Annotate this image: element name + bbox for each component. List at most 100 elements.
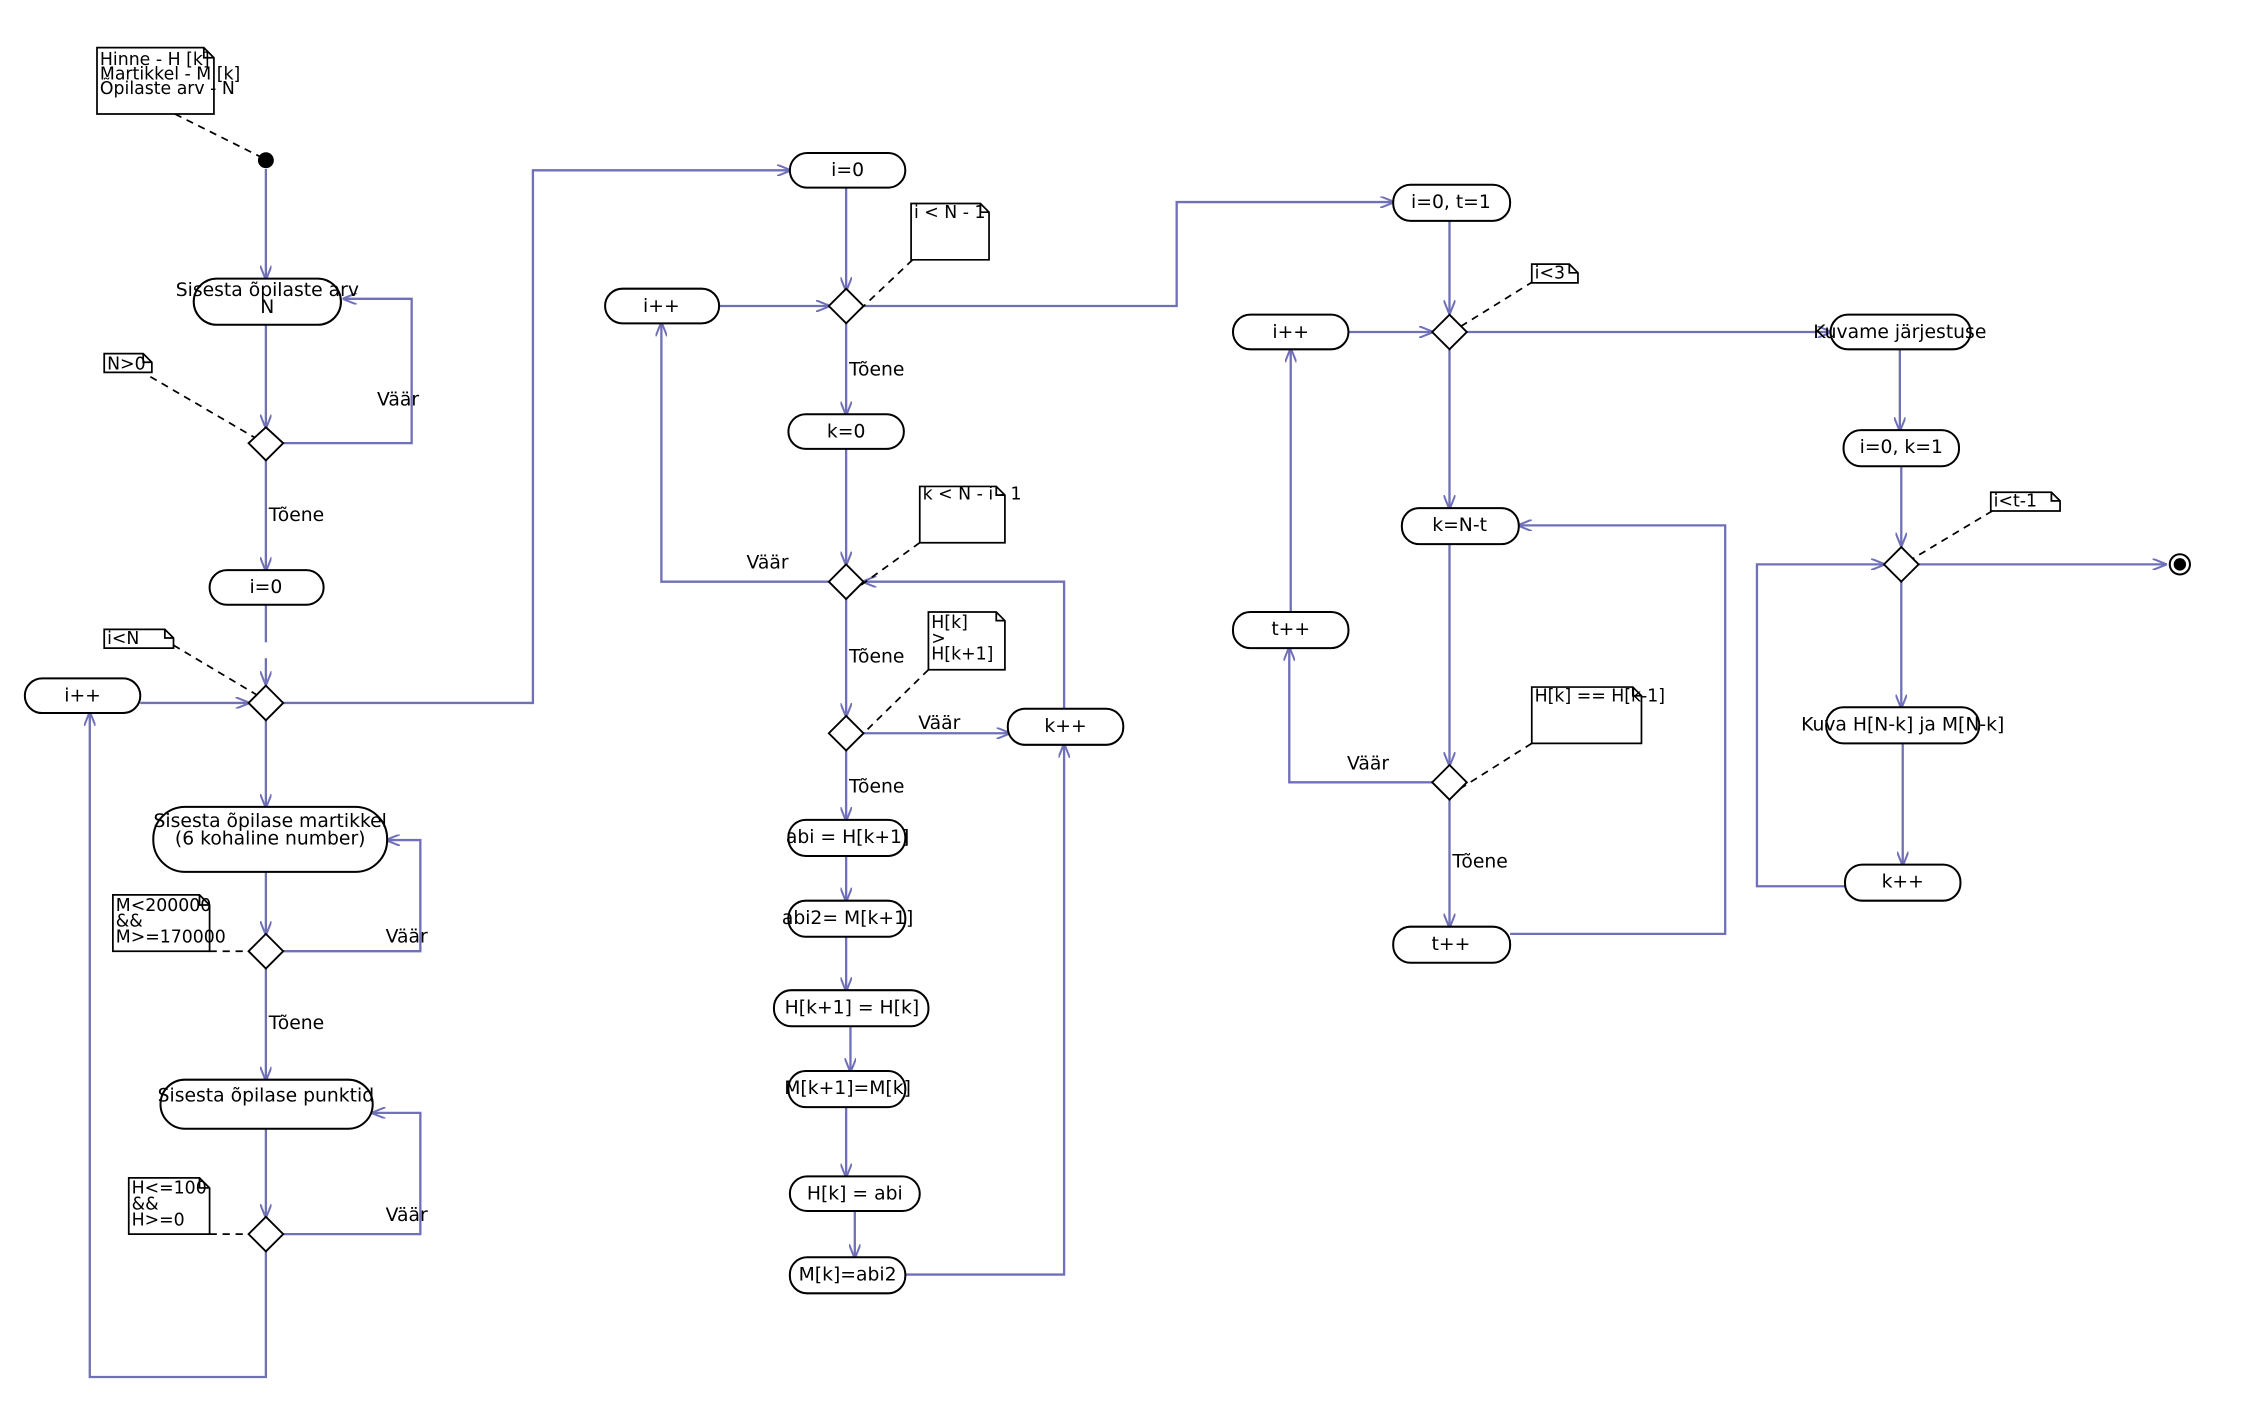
node-c2-k0: k=0 xyxy=(787,413,905,450)
node-label: Sisesta õpilaste arv xyxy=(176,280,359,301)
note-hk-eq: H[k] == H[k-1] xyxy=(1530,686,1665,745)
edge-label-false: Väär xyxy=(377,390,419,411)
node-c3-t-increment-left: t++ xyxy=(1231,611,1350,650)
note-line: M<200000 xyxy=(116,896,212,916)
node-label: abi2= M[k+1] xyxy=(782,908,914,929)
node-label: i++ xyxy=(1272,322,1309,343)
node-c2-mk1: M[k+1]=M[k] xyxy=(784,1070,911,1109)
node-c4-k-increment: k++ xyxy=(1843,863,1962,902)
decision-n-positive xyxy=(247,425,285,462)
note-i-lt-t-minus-1: i<t-1 xyxy=(1989,491,2061,512)
node-c2-mk: M[k]=abi2 xyxy=(788,1256,907,1295)
decision-k-lt xyxy=(827,563,865,601)
notes: Hinne - H [k] Martikkel - M [k] Õpilaste… xyxy=(96,46,2061,1235)
decision-hk-gt xyxy=(827,714,865,752)
node-label: t++ xyxy=(1432,934,1471,955)
decision-h-range xyxy=(247,1215,285,1253)
note-line: H[k] xyxy=(931,613,968,633)
note-line: H>=0 xyxy=(132,1210,185,1230)
note-line: k < N - i - 1 xyxy=(923,484,1022,504)
node-label: M[k]=abi2 xyxy=(799,1264,897,1285)
note-m-range: M<200000 && M>=170000 xyxy=(112,894,226,953)
node-c2-hk: H[k] = abi xyxy=(788,1175,921,1213)
note-line: H<=100 xyxy=(132,1179,207,1199)
note-n-positive: N>0 xyxy=(103,352,153,375)
node-label: i=0 xyxy=(249,577,282,598)
note-line: i < N - 1 xyxy=(914,203,986,223)
note-line: && xyxy=(116,912,143,932)
note-hk-gt: H[k] > H[k+1] xyxy=(927,611,1006,671)
node-label: N xyxy=(260,297,274,318)
node-input-student-points: Sisesta õpilase punktid xyxy=(158,1078,374,1130)
edge-label-false: Väär xyxy=(918,713,960,734)
note-line: i<3 xyxy=(1535,264,1565,284)
node-c2-i0: i=0 xyxy=(788,151,907,189)
note-h-range: H<=100 && H>=0 xyxy=(127,1176,211,1235)
end-node xyxy=(2168,553,2191,576)
node-label: k=0 xyxy=(827,421,865,442)
node-c4-init: i=0, k=1 xyxy=(1842,429,1961,468)
node-label: i++ xyxy=(643,296,680,317)
edge-label-true: Tõene xyxy=(848,776,904,797)
note-line: > xyxy=(931,629,946,649)
note-i-lt-3: i<3 xyxy=(1530,263,1579,284)
note-line: N>0 xyxy=(107,355,145,375)
node-input-student-count: Sisesta õpilaste arv N xyxy=(176,277,359,326)
note-line: H[k] == H[k-1] xyxy=(1535,687,1665,707)
node-print-result: Kuva H[N-k] ja M[N-k] xyxy=(1801,706,2004,745)
note-line: i<N xyxy=(107,629,139,649)
node-label: M[k+1]=M[k] xyxy=(784,1078,911,1099)
edge-label-true: Tõene xyxy=(1451,851,1507,872)
decision-i-lt-n xyxy=(247,684,285,722)
node-c1-i0: i=0 xyxy=(208,569,325,606)
note-variables: Hinne - H [k] Martikkel - M [k] Õpilaste… xyxy=(96,46,240,115)
edge-label-false: Väär xyxy=(386,1205,428,1226)
decision-i-lt-3 xyxy=(1430,313,1469,351)
node-label: Kuvame järjestuse xyxy=(1813,322,1986,343)
node-label: H[k+1] = H[k] xyxy=(785,997,919,1018)
node-label: t++ xyxy=(1271,619,1310,640)
node-label: i=0 xyxy=(831,160,864,181)
note-line: && xyxy=(132,1195,159,1215)
node-label: Sisesta õpilase martikkel xyxy=(154,811,387,832)
note-line: i<t-1 xyxy=(1994,492,2037,512)
node-c2-hk1: H[k+1] = H[k] xyxy=(772,989,930,1028)
decision-i-lt-t1 xyxy=(1882,545,1920,584)
node-label: (6 kohaline number) xyxy=(175,828,366,849)
node-show-order: Kuvame järjestuse xyxy=(1813,313,1986,351)
decision-nodes xyxy=(247,287,1920,1253)
node-label: Kuva H[N-k] ja M[N-k] xyxy=(1801,714,2004,735)
edge-label-true: Tõene xyxy=(848,647,904,668)
node-c2-k-increment: k++ xyxy=(1006,707,1125,746)
node-c3-t-increment-bottom: t++ xyxy=(1392,925,1512,964)
node-label: k++ xyxy=(1044,716,1086,737)
activity-nodes: Sisesta õpilaste arv N i=0 i++ Sisesta õ… xyxy=(23,151,2004,1295)
note-line: Õpilaste arv - N xyxy=(100,77,235,99)
node-label: H[k] = abi xyxy=(807,1183,903,1204)
start-node xyxy=(257,152,274,169)
edge-label-false: Väär xyxy=(386,927,428,948)
edge-label-true: Tõene xyxy=(848,359,904,380)
note-connectors xyxy=(149,113,1993,1235)
node-label: k++ xyxy=(1882,872,1924,893)
edge-label-true: Tõene xyxy=(268,505,324,526)
note-k-lt: k < N - i - 1 xyxy=(918,484,1022,544)
node-c1-i-increment: i++ xyxy=(23,677,142,715)
node-label: i++ xyxy=(64,686,101,707)
edge-labels: Väär Tõene Väär Tõene Väär Tõene Väär Tõ… xyxy=(268,359,1508,1226)
edge-label-true: Tõene xyxy=(268,1013,324,1034)
note-i-lt-n: i<N xyxy=(103,628,175,649)
node-c3-init: i=0, t=1 xyxy=(1392,183,1512,222)
edge-label-false: Väär xyxy=(1347,753,1389,774)
node-label: k=N-t xyxy=(1432,515,1487,536)
note-line: Hinne - H [k] xyxy=(100,50,210,70)
note-line: M>=170000 xyxy=(116,928,226,948)
node-label: i=0, k=1 xyxy=(1860,437,1943,458)
note-line: Martikkel - M [k] xyxy=(100,64,240,84)
decision-hk-eq xyxy=(1430,763,1469,801)
node-input-student-id: Sisesta õpilase martikkel (6 kohaline nu… xyxy=(152,805,389,873)
edge-label-false: Väär xyxy=(747,553,789,574)
decision-m-range xyxy=(247,932,285,970)
flow-edges xyxy=(90,169,2166,1379)
